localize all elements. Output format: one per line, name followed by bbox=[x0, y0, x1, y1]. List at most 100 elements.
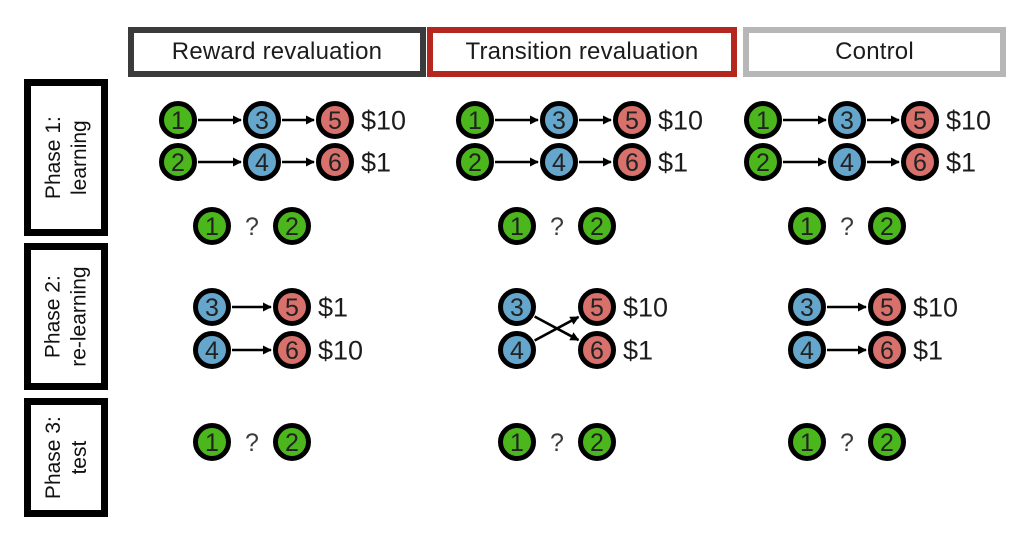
state-node-label: 2 bbox=[590, 429, 604, 457]
reward-label: $1 bbox=[946, 148, 976, 178]
state-node-6: 6 bbox=[316, 143, 354, 181]
reward-label: $10 bbox=[318, 336, 363, 366]
state-node-label: 4 bbox=[552, 149, 566, 177]
state-node-label: 4 bbox=[800, 337, 814, 365]
column-header-label: Transition revaluation bbox=[465, 38, 699, 65]
state-node-4: 4 bbox=[788, 331, 826, 369]
state-node-2: 2 bbox=[273, 423, 311, 461]
reward-label: $1 bbox=[361, 148, 391, 178]
state-node-3: 3 bbox=[193, 288, 231, 326]
state-node-label: 4 bbox=[255, 149, 269, 177]
state-node-3: 3 bbox=[540, 101, 578, 139]
question-mark: ? bbox=[245, 213, 259, 241]
state-node-4: 4 bbox=[828, 143, 866, 181]
state-node-5: 5 bbox=[316, 101, 354, 139]
state-node-6: 6 bbox=[901, 143, 939, 181]
reward-label: $10 bbox=[946, 106, 991, 136]
state-node-6: 6 bbox=[578, 331, 616, 369]
state-node-label: 5 bbox=[285, 294, 299, 322]
state-node-label: 6 bbox=[913, 149, 927, 177]
state-node-label: 1 bbox=[205, 429, 219, 457]
state-node-2: 2 bbox=[578, 207, 616, 245]
question-mark: ? bbox=[550, 213, 564, 241]
state-node-5: 5 bbox=[868, 288, 906, 326]
transition-arrow bbox=[534, 315, 580, 342]
state-node-3: 3 bbox=[828, 101, 866, 139]
state-node-label: 1 bbox=[205, 213, 219, 241]
state-node-label: 5 bbox=[328, 107, 342, 135]
state-node-label: 1 bbox=[510, 429, 524, 457]
question-mark: ? bbox=[550, 429, 564, 457]
state-node-label: 6 bbox=[285, 337, 299, 365]
state-node-label: 2 bbox=[171, 149, 185, 177]
state-node-5: 5 bbox=[578, 288, 616, 326]
state-node-label: 4 bbox=[840, 149, 854, 177]
state-node-label: 2 bbox=[285, 213, 299, 241]
state-node-2: 2 bbox=[868, 423, 906, 461]
reward-label: $1 bbox=[623, 336, 653, 366]
state-node-label: 1 bbox=[510, 213, 524, 241]
state-node-1: 1 bbox=[456, 101, 494, 139]
question-mark: ? bbox=[840, 213, 854, 241]
state-node-label: 3 bbox=[510, 294, 524, 322]
state-node-1: 1 bbox=[744, 101, 782, 139]
state-node-label: 2 bbox=[590, 213, 604, 241]
state-node-3: 3 bbox=[498, 288, 536, 326]
state-node-1: 1 bbox=[193, 423, 231, 461]
state-node-4: 4 bbox=[540, 143, 578, 181]
state-node-1: 1 bbox=[788, 207, 826, 245]
state-node-1: 1 bbox=[498, 423, 536, 461]
state-node-2: 2 bbox=[578, 423, 616, 461]
state-node-label: 2 bbox=[880, 429, 894, 457]
reward-label: $10 bbox=[913, 293, 958, 323]
state-node-5: 5 bbox=[613, 101, 651, 139]
state-node-label: 1 bbox=[468, 107, 482, 135]
row-label-phase3-test: Phase 3: test bbox=[24, 398, 108, 517]
reward-label: $1 bbox=[658, 148, 688, 178]
state-node-label: 2 bbox=[285, 429, 299, 457]
state-node-1: 1 bbox=[498, 207, 536, 245]
state-node-label: 4 bbox=[510, 337, 524, 365]
column-header-control: Control bbox=[743, 27, 1006, 77]
state-node-1: 1 bbox=[193, 207, 231, 245]
state-node-label: 2 bbox=[880, 213, 894, 241]
state-node-label: 6 bbox=[328, 149, 342, 177]
state-node-label: 5 bbox=[913, 107, 927, 135]
state-node-label: 6 bbox=[880, 337, 894, 365]
state-node-2: 2 bbox=[273, 207, 311, 245]
state-node-label: 5 bbox=[590, 294, 604, 322]
state-node-1: 1 bbox=[788, 423, 826, 461]
column-header-reward-revaluation: Reward revaluation bbox=[128, 27, 426, 77]
state-node-label: 3 bbox=[255, 107, 269, 135]
reward-label: $1 bbox=[318, 293, 348, 323]
reward-label: $10 bbox=[623, 293, 668, 323]
state-node-2: 2 bbox=[744, 143, 782, 181]
state-node-label: 1 bbox=[800, 213, 814, 241]
state-node-label: 3 bbox=[840, 107, 854, 135]
state-node-label: 3 bbox=[205, 294, 219, 322]
state-node-label: 3 bbox=[800, 294, 814, 322]
state-node-4: 4 bbox=[243, 143, 281, 181]
reward-label: $1 bbox=[913, 336, 943, 366]
state-node-label: 4 bbox=[205, 337, 219, 365]
state-node-label: 2 bbox=[756, 149, 770, 177]
row-label-phase2-relearning: Phase 2: re-learning bbox=[24, 243, 108, 390]
reward-label: $10 bbox=[361, 106, 406, 136]
state-node-1: 1 bbox=[159, 101, 197, 139]
row-label-phase1-learning: Phase 1: learning bbox=[24, 79, 108, 236]
state-node-label: 6 bbox=[590, 337, 604, 365]
state-node-3: 3 bbox=[788, 288, 826, 326]
state-node-label: 1 bbox=[756, 107, 770, 135]
column-header-label: Control bbox=[835, 38, 914, 65]
state-node-2: 2 bbox=[868, 207, 906, 245]
state-node-6: 6 bbox=[613, 143, 651, 181]
state-node-6: 6 bbox=[273, 331, 311, 369]
state-node-2: 2 bbox=[456, 143, 494, 181]
state-node-5: 5 bbox=[273, 288, 311, 326]
state-node-label: 2 bbox=[468, 149, 482, 177]
state-node-label: 3 bbox=[552, 107, 566, 135]
reward-label: $10 bbox=[658, 106, 703, 136]
state-node-6: 6 bbox=[868, 331, 906, 369]
